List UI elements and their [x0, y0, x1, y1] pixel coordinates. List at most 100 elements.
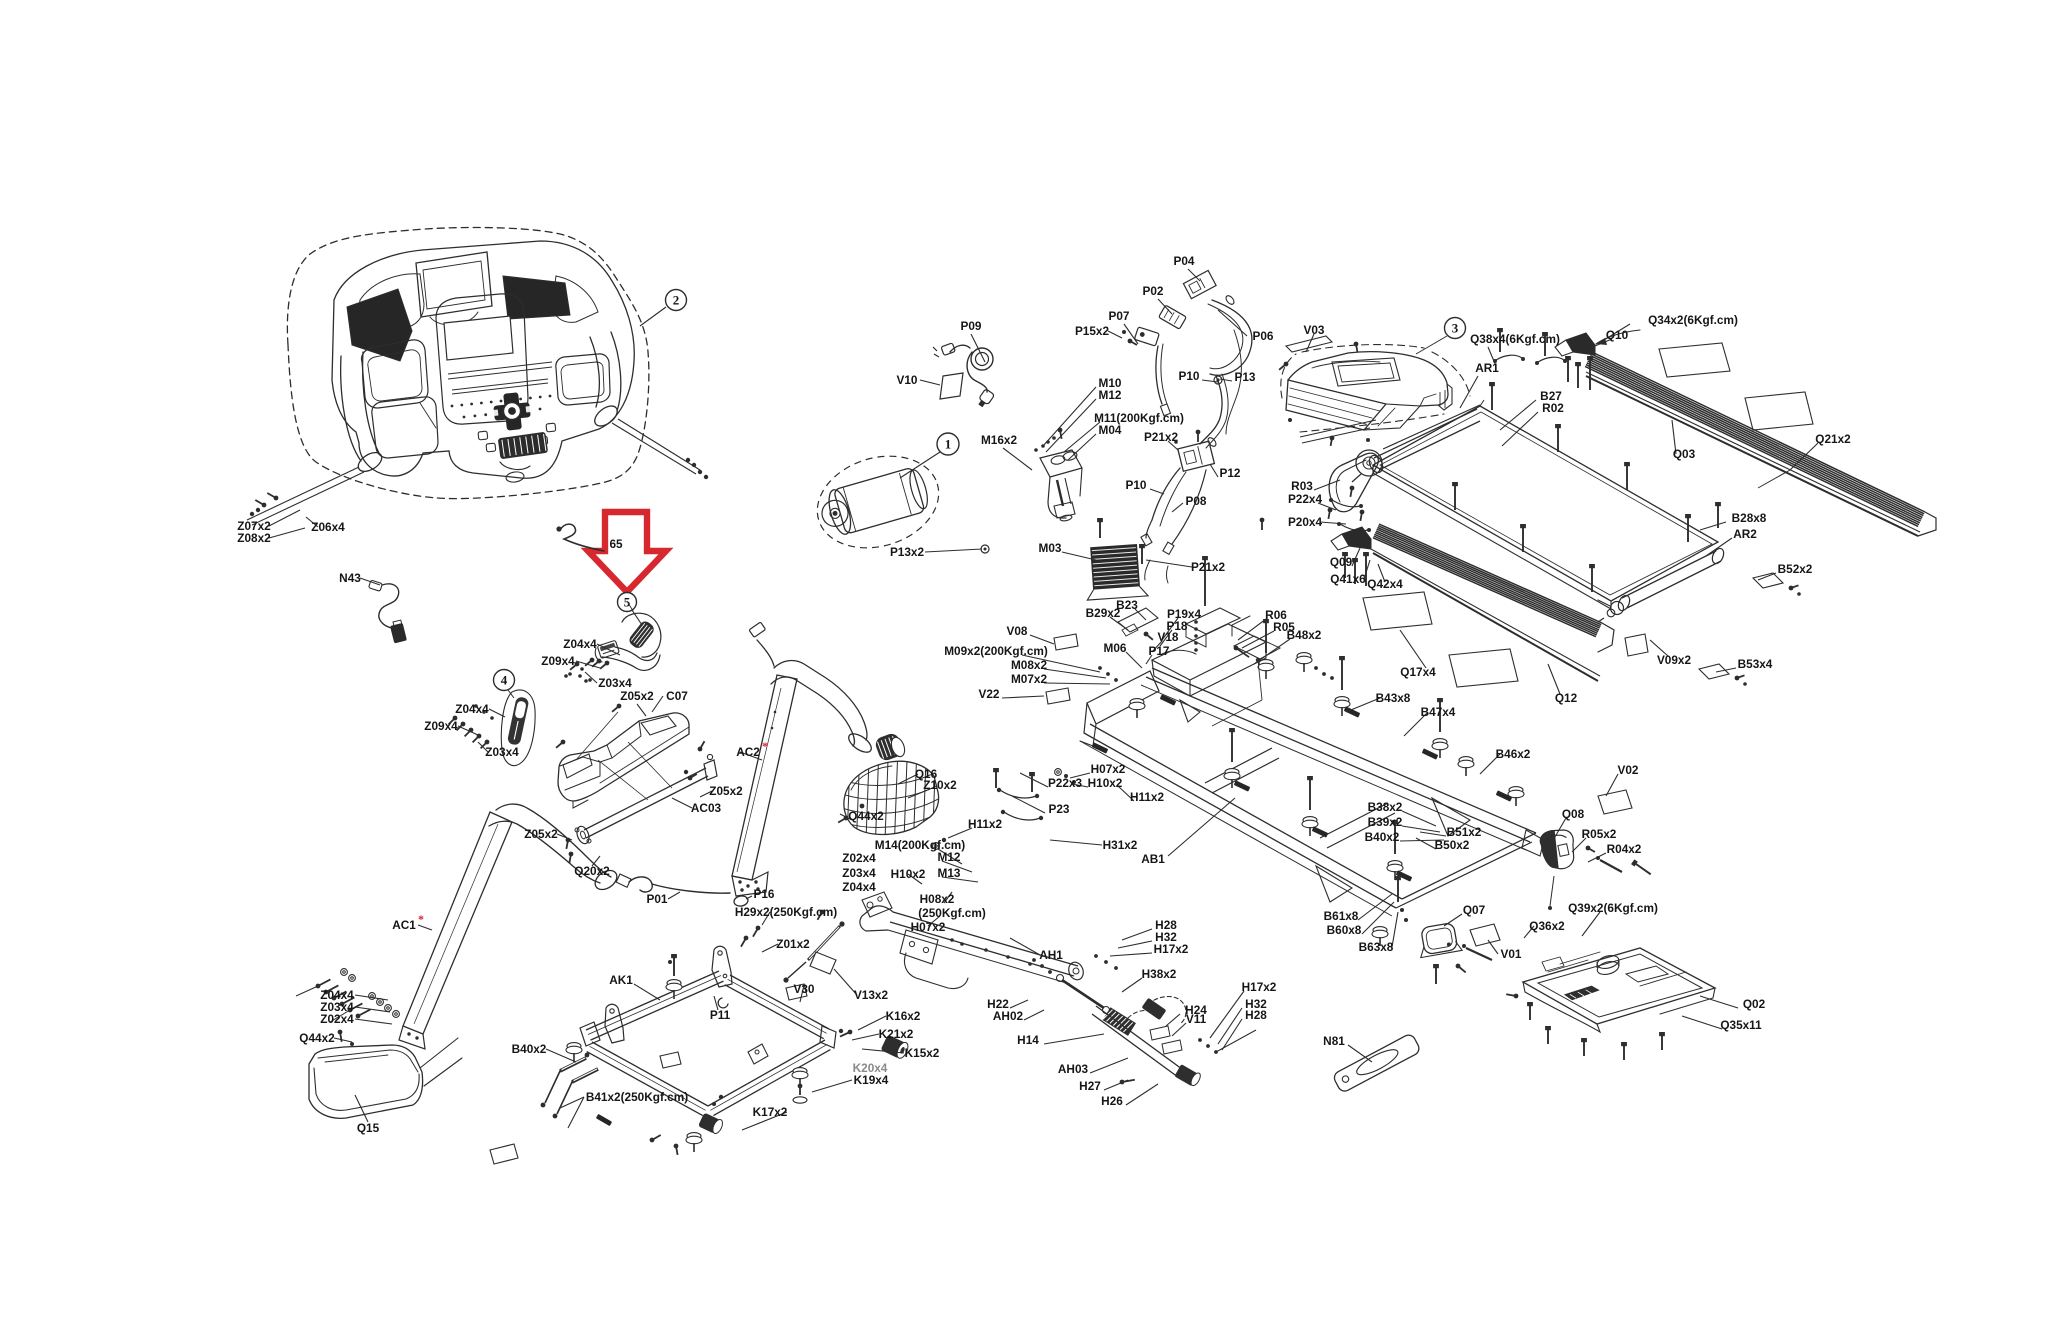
svg-text:4: 4: [501, 673, 508, 688]
svg-text:P22x4: P22x4: [1288, 492, 1323, 506]
svg-text:H24: H24: [1185, 1003, 1207, 1017]
svg-text:H10x2: H10x2: [1088, 776, 1123, 790]
svg-text:H08x2: H08x2: [920, 892, 955, 906]
svg-text:M16x2: M16x2: [981, 433, 1018, 447]
svg-text:B27: B27: [1540, 389, 1562, 403]
svg-text:M12: M12: [1099, 388, 1122, 402]
svg-text:Z08x2: Z08x2: [237, 531, 271, 545]
svg-text:2: 2: [673, 293, 680, 308]
svg-text:Q41x6: Q41x6: [1330, 572, 1366, 586]
svg-text:H32: H32: [1245, 997, 1267, 1011]
svg-text:K17x2: K17x2: [753, 1105, 788, 1119]
svg-text:P17: P17: [1149, 644, 1170, 658]
svg-text:V18: V18: [1158, 630, 1179, 644]
svg-text:B61x8: B61x8: [1324, 909, 1359, 923]
svg-text:B48x2: B48x2: [1287, 628, 1322, 642]
svg-text:P13: P13: [1235, 370, 1256, 384]
svg-text:P16: P16: [754, 887, 775, 901]
svg-text:*: *: [418, 912, 424, 926]
svg-text:H26: H26: [1101, 1094, 1123, 1108]
svg-text:Z07x2: Z07x2: [237, 519, 271, 533]
svg-text:B63x8: B63x8: [1359, 940, 1394, 954]
svg-text:B29x2: B29x2: [1086, 606, 1121, 620]
svg-text:M13: M13: [938, 866, 961, 880]
svg-text:Q34x2(6Kgf.cm): Q34x2(6Kgf.cm): [1648, 313, 1738, 327]
svg-text:P19x4: P19x4: [1167, 607, 1202, 621]
svg-text:V03: V03: [1304, 323, 1325, 337]
svg-text:M04: M04: [1099, 423, 1122, 437]
svg-text:Q15: Q15: [357, 1121, 380, 1135]
svg-text:Z04x4: Z04x4: [842, 880, 876, 894]
svg-text:P09: P09: [961, 319, 982, 333]
svg-text:P20x4: P20x4: [1288, 515, 1323, 529]
svg-text:B51x2: B51x2: [1447, 825, 1482, 839]
svg-text:1: 1: [945, 437, 952, 452]
svg-text:B47x4: B47x4: [1421, 705, 1456, 719]
svg-text:K15x2: K15x2: [905, 1046, 940, 1060]
svg-text:Q44x2: Q44x2: [299, 1031, 335, 1045]
svg-text:Q16: Q16: [915, 767, 938, 781]
svg-text:AC1: AC1: [392, 918, 416, 932]
svg-text:B43x8: B43x8: [1376, 691, 1411, 705]
svg-text:P12: P12: [1220, 466, 1241, 480]
svg-text:B40x2: B40x2: [1365, 830, 1400, 844]
svg-text:Q02: Q02: [1743, 997, 1766, 1011]
svg-text:P15x2: P15x2: [1075, 324, 1110, 338]
svg-text:K16x2: K16x2: [886, 1009, 921, 1023]
svg-text:P08: P08: [1186, 494, 1207, 508]
svg-text:H27: H27: [1079, 1079, 1101, 1093]
svg-text:V08: V08: [1007, 624, 1028, 638]
svg-text:K20x4: K20x4: [853, 1061, 888, 1075]
svg-text:B39x2: B39x2: [1368, 815, 1403, 829]
svg-text:H32: H32: [1155, 930, 1177, 944]
svg-text:P06: P06: [1253, 329, 1274, 343]
svg-text:Z04x4: Z04x4: [563, 637, 597, 651]
svg-text:AC03: AC03: [691, 801, 722, 815]
svg-text:V11: V11: [1186, 1012, 1207, 1026]
svg-text:Q44x2: Q44x2: [848, 809, 884, 823]
svg-text:K19x4: K19x4: [854, 1073, 889, 1087]
svg-text:Q42x4: Q42x4: [1367, 577, 1403, 591]
svg-text:AR1: AR1: [1475, 361, 1499, 375]
svg-text:V10: V10: [897, 373, 918, 387]
svg-text:Z02x4: Z02x4: [320, 1012, 354, 1026]
svg-text:H10x2: H10x2: [891, 867, 926, 881]
svg-text:M06: M06: [1104, 641, 1127, 655]
svg-text:*: *: [762, 739, 768, 753]
svg-text:H31x2: H31x2: [1103, 838, 1138, 852]
svg-text:H07x2: H07x2: [911, 920, 946, 934]
svg-text:B50x2: B50x2: [1435, 838, 1470, 852]
svg-text:H17x2: H17x2: [1154, 942, 1189, 956]
svg-text:V02: V02: [1618, 763, 1639, 777]
svg-text:N43: N43: [339, 571, 361, 585]
svg-text:Z03x4: Z03x4: [485, 745, 519, 759]
svg-text:Z05x2: Z05x2: [524, 827, 558, 841]
svg-text:AC2: AC2: [736, 745, 760, 759]
svg-text:M09x2(200Kgf.cm): M09x2(200Kgf.cm): [944, 644, 1048, 658]
svg-text:Z03x4: Z03x4: [598, 676, 632, 690]
svg-text:M10: M10: [1099, 376, 1122, 390]
svg-text:AK1: AK1: [609, 973, 633, 987]
svg-text:B38x2: B38x2: [1368, 800, 1403, 814]
svg-text:Q35x11: Q35x11: [1720, 1018, 1762, 1032]
svg-text:Z04x4: Z04x4: [320, 988, 354, 1002]
svg-text:(250Kgf.cm): (250Kgf.cm): [918, 906, 986, 920]
svg-text:R05x2: R05x2: [1582, 827, 1617, 841]
svg-text:H11x2: H11x2: [968, 817, 1003, 831]
svg-text:B41x2(250Kgf.cm): B41x2(250Kgf.cm): [586, 1090, 688, 1104]
svg-text:V22: V22: [979, 687, 1000, 701]
svg-text:Q36x2: Q36x2: [1529, 919, 1565, 933]
svg-text:P10: P10: [1179, 369, 1200, 383]
svg-text:H29x2(250Kgf.cm): H29x2(250Kgf.cm): [735, 905, 837, 919]
svg-text:Q21x2: Q21x2: [1815, 432, 1851, 446]
svg-text:V01: V01: [1501, 947, 1522, 961]
svg-text:B60x8: B60x8: [1327, 923, 1362, 937]
svg-text:Z02x4: Z02x4: [842, 851, 876, 865]
svg-text:Q17x4: Q17x4: [1400, 665, 1436, 679]
svg-text:V09x2: V09x2: [1657, 653, 1692, 667]
svg-text:H17x2: H17x2: [1242, 980, 1277, 994]
svg-text:P01: P01: [647, 892, 668, 906]
svg-text:R05: R05: [1273, 620, 1295, 634]
svg-text:M08x2: M08x2: [1011, 658, 1048, 672]
svg-text:Z05x2: Z05x2: [620, 689, 654, 703]
